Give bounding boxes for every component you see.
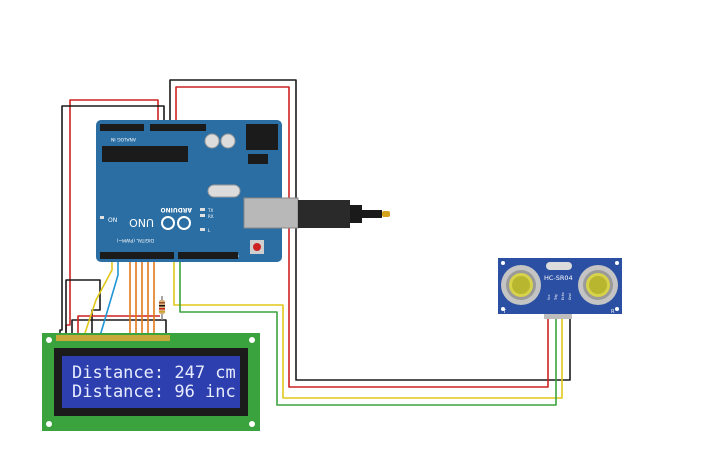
mount-hole [249,337,255,343]
microcontroller-chip [102,146,188,162]
capacitor [220,133,236,149]
pin-label-echo: Echo [561,292,565,300]
wire-vcc-sensor[interactable] [175,86,549,388]
sensor-model-label: HC-SR04 [544,274,573,282]
wires [59,79,571,406]
reset-button-cap[interactable] [253,243,261,251]
receiver-icon [578,265,618,305]
power-jack[interactable] [246,124,278,150]
ultrasonic-sensor[interactable]: HC-SR04 T R Vcc Trig Echo Gnd [498,258,622,319]
on-led [100,216,104,219]
wire-gnd-sensor[interactable] [169,79,571,381]
resistor[interactable] [159,296,165,320]
on-led-label: ON [108,217,117,224]
analog-header[interactable] [100,124,144,131]
wire-lcd-vcc-2[interactable] [77,315,160,336]
sensor-pin-header[interactable] [544,314,572,319]
sensor-t-label: T [502,309,507,315]
sensor-crystal [546,262,572,270]
pin-label-gnd: Gnd [568,293,572,300]
mount-hole [249,421,255,427]
arduino-logo-icon [161,216,191,230]
lcd-line-1: Distance: 247 cm [72,363,236,383]
wire-lcd-gnd[interactable] [59,105,165,336]
wire-lcd-gnd-3[interactable] [71,319,167,336]
analog-in-label: ANALOG IN [111,136,136,142]
digital-label: DIGITAL (PWM~) [116,237,154,243]
wire-trig-sensor[interactable] [173,257,563,399]
digital-header-high[interactable] [178,252,238,259]
brand-label: ARDUINO [161,206,192,213]
mount-hole [46,421,52,427]
wire-lcd-gnd-2[interactable] [65,279,101,336]
mount-hole [501,307,505,311]
usb-cable[interactable] [298,200,390,228]
arduino-board[interactable]: ANALOG IN POWER ARDUINO UNO ON TX RX L [96,120,299,262]
pin-label-trig: Trig [554,294,558,301]
rx-led [200,214,205,217]
mount-hole [615,307,619,311]
lcd-screen [62,356,240,408]
wire-lcd-rs[interactable] [83,257,113,337]
capacitor [204,133,220,149]
l-led [200,228,205,231]
transmitter-icon [501,265,541,305]
pin-label-vcc: Vcc [547,294,551,300]
model-label: UNO [129,216,154,229]
wire-lcd-e[interactable] [99,257,119,337]
l-led-label: L [208,228,211,233]
regulator [248,154,268,164]
sensor-r-label: R [611,309,615,315]
lcd-module[interactable]: Distance: 247 cm Distance: 96 inc [42,333,260,431]
mount-hole [46,337,52,343]
tx-label: TX [207,208,213,213]
power-header[interactable] [150,124,206,131]
usb-port[interactable] [243,197,299,229]
mount-hole [501,261,505,265]
wire-echo-sensor[interactable] [179,257,557,406]
lcd-pin-header[interactable] [56,335,170,341]
tx-led [200,208,205,211]
mount-hole [615,261,619,265]
digital-header-low[interactable] [100,252,174,259]
lcd-line-2: Distance: 96 inc [72,382,236,402]
crystal [207,184,241,198]
rx-label: RX [208,214,214,219]
